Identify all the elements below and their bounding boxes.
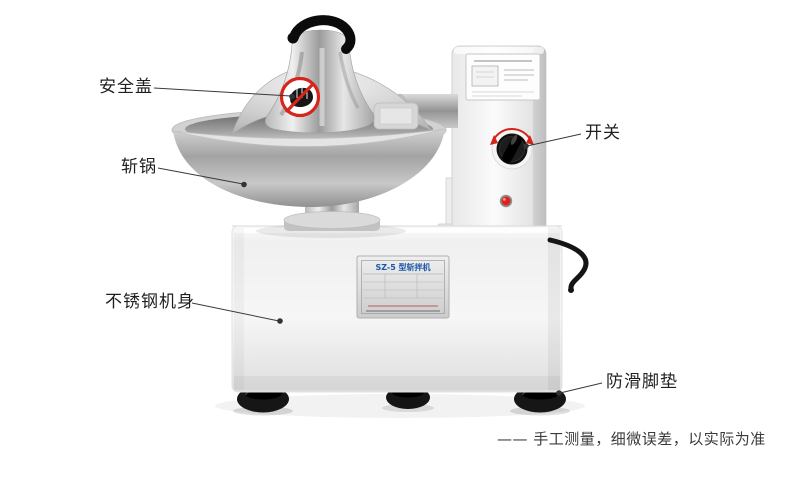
callout-stainless-steel-body [191, 302, 283, 324]
label-stainless-steel-body: 不锈钢机身 [105, 292, 195, 312]
measurement-disclaimer: —— 手工测量，细微误差，以实际为准 [497, 430, 766, 448]
cover-handle [287, 15, 356, 54]
nameplate: SZ-5 型斩拌机 [356, 255, 450, 319]
switch-arrow-left [490, 135, 498, 145]
label-chopping-bowl: 斩锅 [121, 157, 157, 177]
callout-safety-cover [153, 87, 295, 100]
nameplate-title: SZ-5 型斩拌机 [375, 262, 430, 272]
motor-housing [437, 45, 547, 237]
callout-chopping-bowl [157, 167, 247, 188]
spec-sticker [465, 53, 541, 101]
switch-knob [490, 128, 534, 170]
indicator-light [499, 194, 513, 208]
callout-lines [153, 87, 603, 396]
knob-handle-bar [502, 135, 522, 163]
chopping-bowl-front [172, 128, 446, 207]
callout-anti-slip-foot-pads [556, 382, 603, 396]
switch-arrow-right [526, 135, 534, 145]
housing-top-highlight [454, 47, 544, 54]
label-anti-slip-foot-pads: 防滑脚垫 [606, 372, 678, 392]
lid-latch [373, 102, 419, 130]
label-power-switch: 开关 [585, 123, 621, 143]
power-cord [547, 237, 589, 293]
no-touch-sticker [279, 76, 321, 118]
label-safety-cover: 安全盖 [99, 77, 153, 97]
bowl-rim-front [172, 128, 446, 147]
safety-cover [231, 15, 432, 135]
bowl-body [173, 129, 445, 207]
callout-power-switch [523, 133, 582, 149]
